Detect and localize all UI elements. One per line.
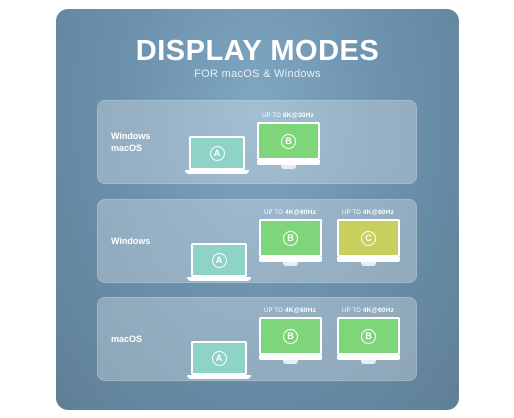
monitor-stand (283, 262, 298, 266)
mode-row-macos: macOS A UP TO 4K@60Hz B UP TO 4K@60Hz B (97, 297, 417, 381)
monitor-caption: UP TO 4K@60Hz (263, 307, 317, 314)
monitor-screen: B (259, 219, 322, 257)
monitor-caption: UP TO 4K@60Hz (263, 209, 317, 216)
laptop-screen: A (191, 243, 247, 277)
monitor-stand (361, 360, 376, 364)
row-label-line1: Windows (111, 131, 151, 141)
mode-row-windows-macos: Windows macOS A UP TO 8K@30Hz B (97, 100, 417, 184)
row-label: macOS (111, 297, 142, 381)
mode-row-windows: Windows A UP TO 4K@60Hz B UP TO 4K@60Hz … (97, 199, 417, 283)
monitor-caption: UP TO 4K@60Hz (341, 209, 395, 216)
badge-b: B (281, 133, 296, 149)
monitor-stand (283, 360, 298, 364)
badge-b: B (361, 328, 376, 344)
monitor-screen: B (257, 122, 320, 160)
badge-b: B (283, 230, 298, 246)
laptop-base (187, 277, 251, 281)
laptop-base (185, 170, 249, 174)
monitor-screen: C (337, 219, 400, 257)
monitor-icon: C (337, 219, 400, 266)
monitor-chin (259, 257, 322, 262)
row-label-line1: Windows (111, 236, 151, 246)
laptop-icon: A (187, 243, 251, 281)
laptop-screen: A (191, 341, 247, 375)
badge-a: A (211, 350, 227, 366)
laptop-screen: A (189, 136, 245, 170)
monitor-caption: UP TO 8K@30Hz (261, 112, 315, 119)
monitor-chin (337, 355, 400, 360)
page-title: DISPLAY MODES (135, 35, 380, 67)
laptop-icon: A (187, 341, 251, 379)
monitor-screen: B (337, 317, 400, 355)
monitor-chin (337, 257, 400, 262)
laptop-icon: A (185, 136, 249, 174)
monitor-stand (361, 262, 376, 266)
badge-c: C (361, 230, 376, 246)
row-label: Windows (111, 199, 150, 283)
monitor-stand (281, 165, 296, 169)
monitor-icon: B (257, 122, 320, 169)
row-label: Windows macOS (111, 100, 150, 184)
monitor-icon: B (259, 219, 322, 266)
page-subtitle: FOR macOS & Windows (194, 68, 321, 80)
monitor-icon: B (259, 317, 322, 364)
badge-a: A (211, 252, 227, 268)
row-label-line2: macOS (111, 143, 143, 153)
monitor-chin (259, 355, 322, 360)
row-label-line1: macOS (111, 334, 143, 344)
laptop-base (187, 375, 251, 379)
monitor-screen: B (259, 317, 322, 355)
display-modes-card: DISPLAY MODES FOR macOS & Windows Window… (56, 9, 459, 410)
monitor-chin (257, 160, 320, 165)
monitor-icon: B (337, 317, 400, 364)
badge-b: B (283, 328, 298, 344)
badge-a: A (209, 145, 225, 161)
monitor-caption: UP TO 4K@60Hz (341, 307, 395, 314)
